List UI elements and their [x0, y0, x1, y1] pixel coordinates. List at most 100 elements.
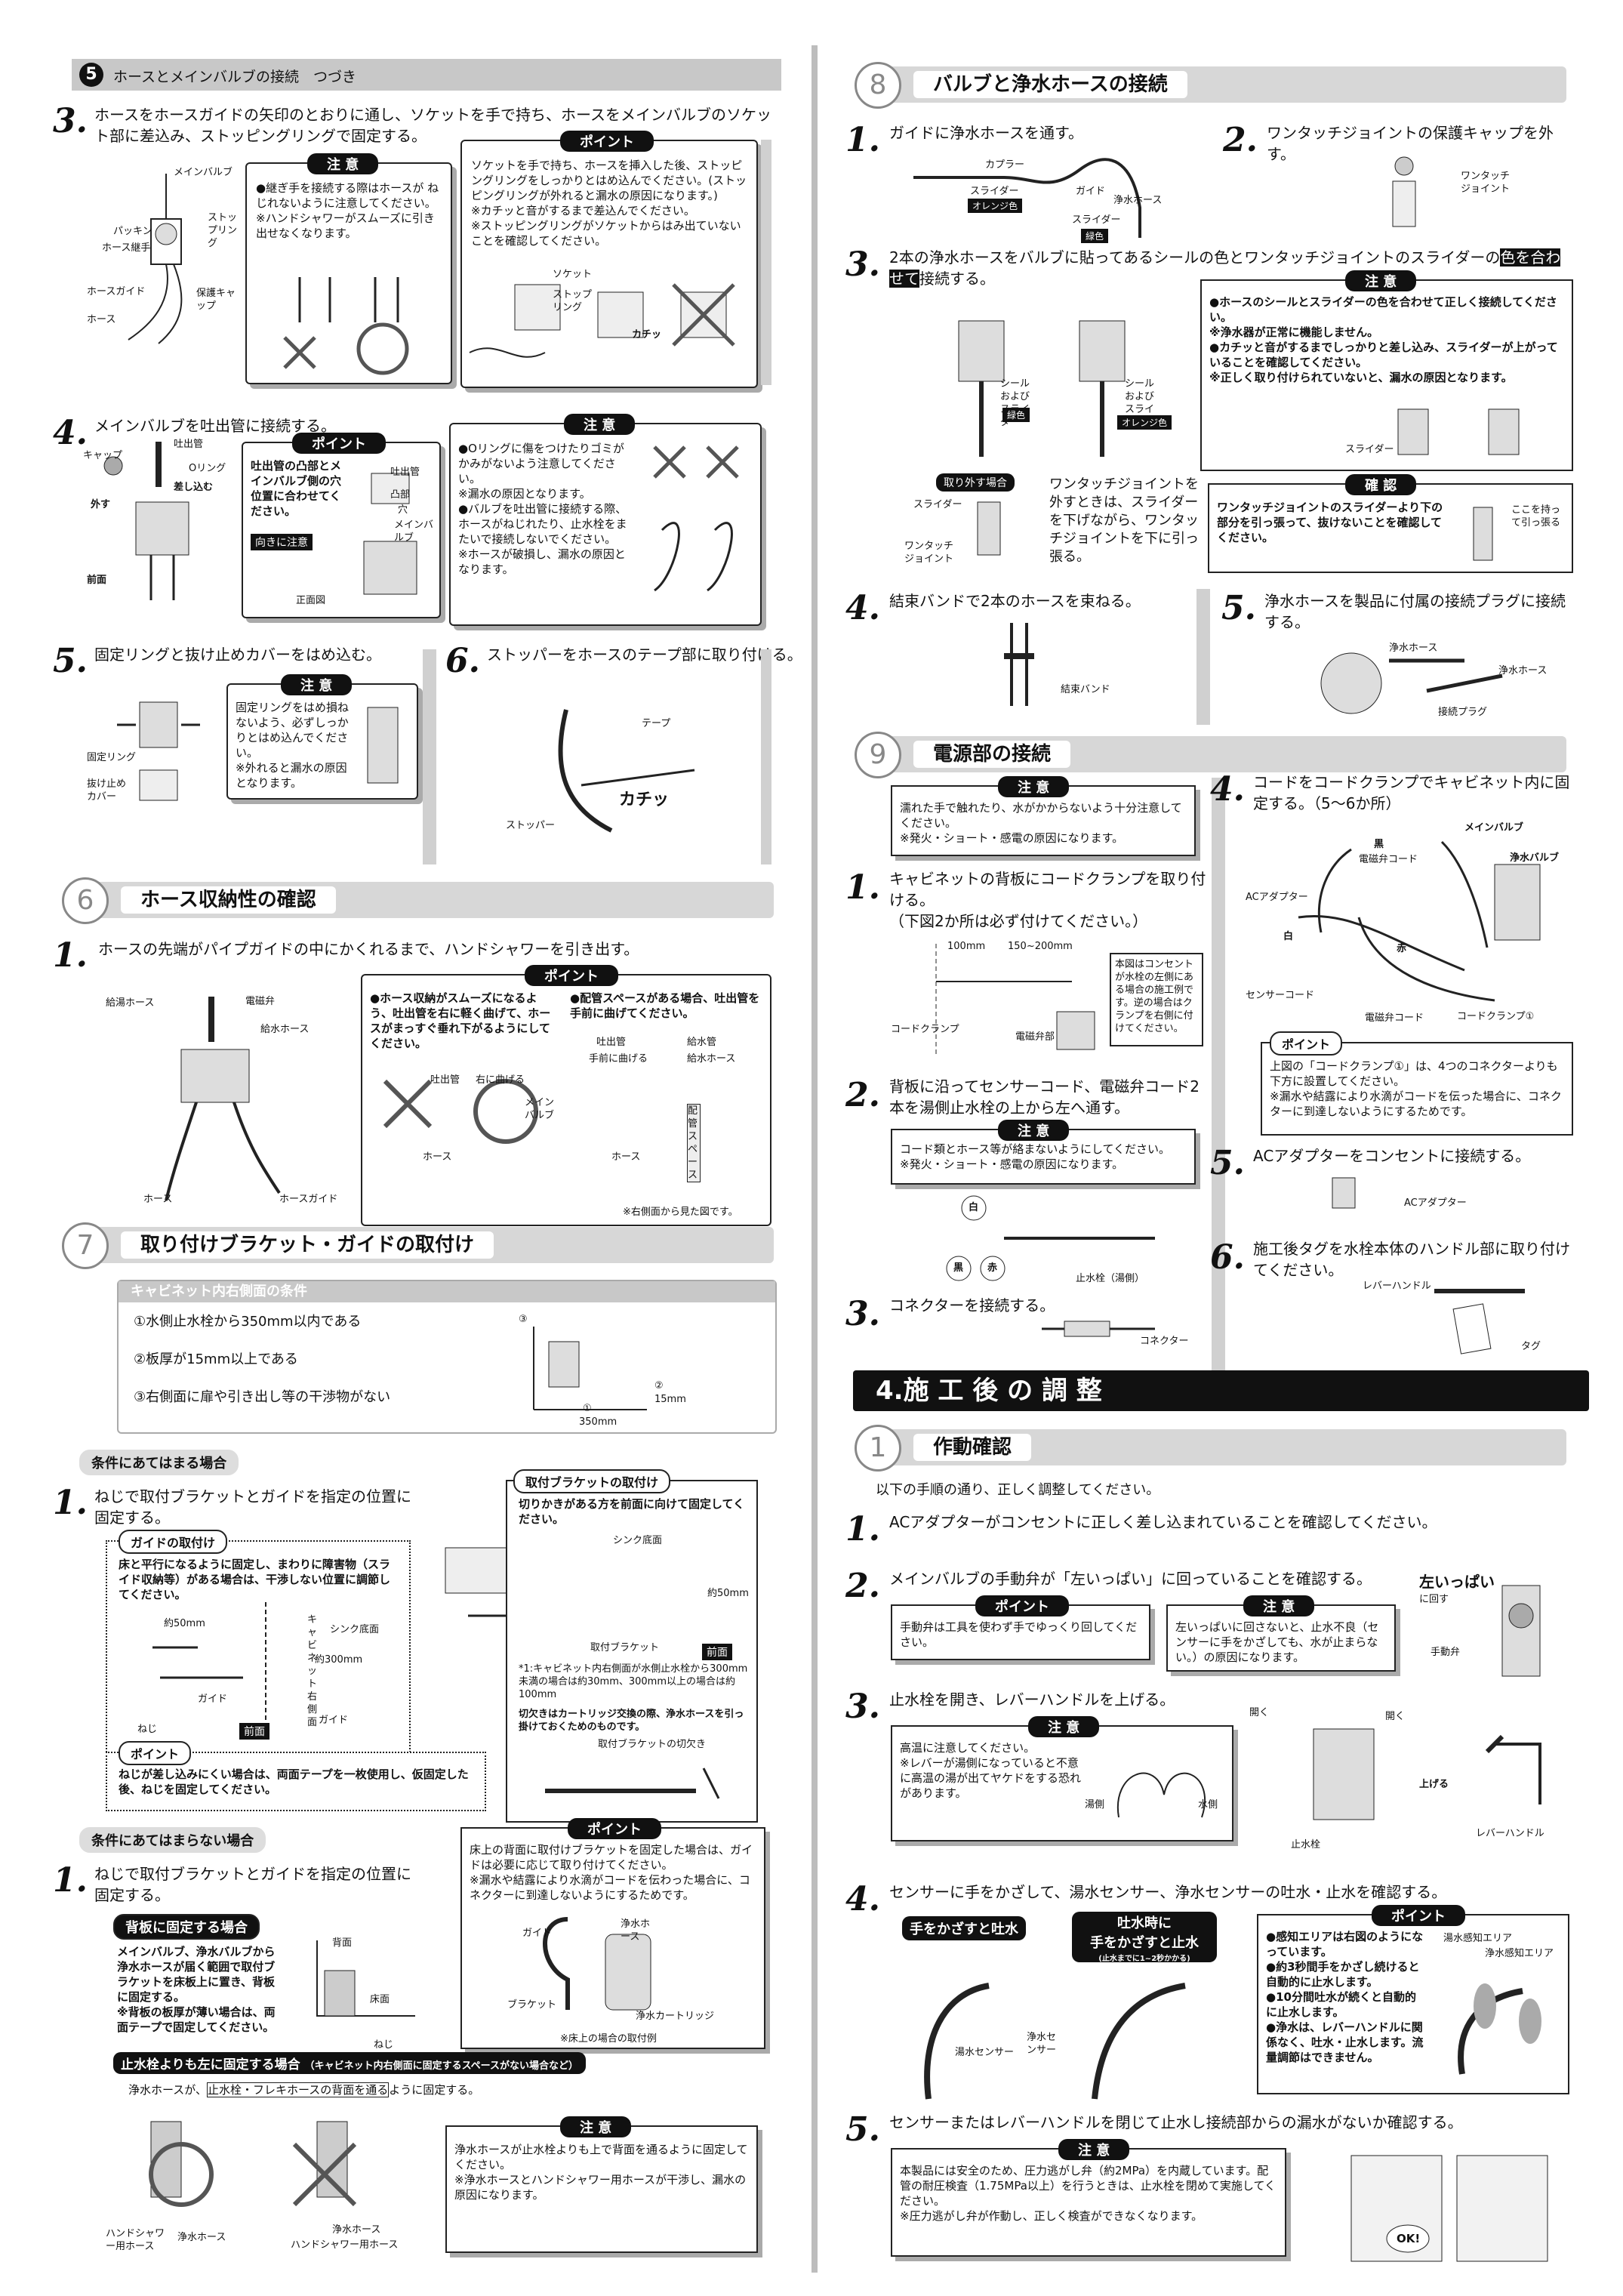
- s8-step5-text: 浄水ホースを製品に付属の接続プラグに接続する。: [1264, 592, 1566, 631]
- continued-header-title: ホースとメインバルブの接続 つづき: [113, 69, 357, 85]
- label-main-valve: メインバルブ: [174, 167, 233, 178]
- bracket-note: *1:キャビネット内右側面が水側止水栓から300mm未満の場合は約30mm、30…: [519, 1663, 748, 1700]
- label-full-left: 左いっぱい: [1419, 1573, 1495, 1591]
- s4-step1-number: 1.: [845, 1510, 880, 1549]
- s5-step4-diagram: 吐出管 キャップ Oリング 差し込む 外す 前面: [83, 434, 242, 608]
- left-fix-text-highlight: 止水栓・フレキホースの背面を通る: [206, 2082, 390, 2097]
- remove-tag: 取り外す場合: [936, 473, 1015, 492]
- condition-3: ③右側面に扉や引き出し等の干渉物がない: [134, 1389, 391, 1405]
- s7-number-circle: 7: [62, 1222, 109, 1269]
- left-fix-caution-box: 注 意 浄水ホースが止水栓よりも上で背面を通るように固定してください。 ※浄水ホ…: [445, 2116, 758, 2253]
- label-cartridge: 浄水カートリッジ: [636, 2011, 715, 2022]
- confirm-pill: 確 認: [1345, 474, 1417, 495]
- s4-step4-number: 4.: [845, 1880, 880, 1918]
- side-bar: [1212, 778, 1225, 1374]
- label-floor-example: ※床上の場合の取付例: [560, 2033, 657, 2045]
- s9-step1-note-box: 本図はコンセントが水栓の左側にある場合の施工例です。逆の場合はクランプを右側に付…: [1110, 953, 1203, 1046]
- label-shower-hose: ハンドシャワー用ホース: [106, 2228, 165, 2252]
- label-ac-adapter: ACアダプター: [1404, 1197, 1467, 1209]
- bracket-install-box: 取付ブラケットの取付け 切りかきがある方を前面に向けて固定してください。 シンク…: [506, 1469, 758, 1823]
- label-red: 赤: [1397, 943, 1407, 954]
- s9-step5-text: ACアダプターをコンセントに接続する。: [1253, 1147, 1531, 1165]
- s4-step3-number: 3.: [845, 1687, 880, 1726]
- label-hose-guide: ホースガイド: [87, 286, 146, 297]
- case-applies-tag: 条件にあてはまる場合: [79, 1450, 239, 1475]
- label-bracket-notch: 取付ブラケットの切欠き: [598, 1739, 707, 1750]
- caution-pill: 注 意: [1028, 1716, 1100, 1737]
- label-ok: OK!: [1397, 2232, 1421, 2245]
- s5-step4-point-text: 吐出管の凸部とメインバルブ側の穴位置に合わせてください。: [251, 459, 342, 518]
- label-solenoid-cord: 電磁弁コード: [1359, 854, 1418, 865]
- label-stopper: ストッパー: [506, 820, 556, 831]
- label-bend-right: 右に曲げる: [476, 1074, 525, 1086]
- caution-pill: 注 意: [998, 776, 1070, 797]
- label-front-view: 正面図: [296, 595, 326, 606]
- continued-header-bar: 5 ホースとメインバルブの接続 つづき: [72, 59, 781, 91]
- label-solenoid: 電磁弁: [245, 996, 276, 1007]
- s7-a-point-box: ポイント ねじが差し込みにくい場合は、両面テープを一枚使用し、仮固定した後、ねじ…: [106, 1741, 486, 1811]
- s5-step4-number: 4.: [53, 414, 88, 452]
- label-hole: 穴: [398, 504, 408, 516]
- label-guide: ガイド: [319, 1715, 349, 1726]
- s8-number-circle: 8: [855, 62, 901, 109]
- left-fix-text: 浄水ホースが、止水栓・フレキホースの背面を通るように固定する。: [128, 2082, 506, 2097]
- left-fix-caution-text: 浄水ホースが止水栓よりも上で背面を通るように固定してください。 ※浄水ホースとハ…: [454, 2143, 748, 2202]
- label-hot-area: 湯水感知エリア: [1443, 1933, 1513, 1944]
- s7-b-point-box: ポイント 床上の背面に取付けブラケットを固定した場合は、ガイドは必要に応じて取り…: [460, 1818, 765, 2049]
- label-1: ①: [583, 1403, 592, 1414]
- orientation-tag: 向きに注意: [251, 534, 313, 550]
- s5-step5-diagram: 固定リング 抜け止めカバー: [87, 680, 223, 831]
- left-fix-tag-text: 止水栓よりも左に固定する場合: [121, 2057, 300, 2073]
- label-slider: スライダー: [970, 186, 1019, 197]
- label-filter-valve: 浄水バルブ: [1510, 852, 1560, 864]
- label-filtered-hose: 浄水ホース: [332, 2224, 381, 2236]
- s4-step1-text: ACアダプターがコンセントに正しく差し込まれていることを確認してください。: [889, 1513, 1437, 1531]
- label-sink-bottom: シンク底面: [613, 1535, 663, 1546]
- point-tag: ポイント: [119, 1741, 192, 1765]
- s8-step4-diagram: [1004, 623, 1034, 706]
- s9-step2-caution-text: コード類とホース等が絡まないようにしてください。 ※発火・ショート・感電の原因に…: [900, 1142, 1171, 1171]
- s5-step3-caution-box: 注 意 ●継ぎ手を接続する際はホースが ねじれないように注意してください。 ※ハ…: [245, 153, 452, 384]
- label-side-note: ※右側面から見た図です。: [623, 1207, 738, 1218]
- s9-step4-diagram: [1298, 840, 1541, 1002]
- label-hose-guide: ホースガイド: [279, 1194, 338, 1205]
- s8-step5-number: 5.: [1221, 589, 1256, 627]
- label-filtered-hose: 浄水ホース: [1389, 643, 1438, 654]
- left-fix-text-c: ように固定する。: [389, 2083, 480, 2097]
- side-bar: [761, 140, 771, 385]
- label-hose: ホース: [143, 1194, 173, 1205]
- s4-step2-caution-text: 左いっぱいに回さないと、止水不良（センサーに手をかざしても、水が止まらない。）の…: [1175, 1620, 1379, 1664]
- caution-pill: 注 意: [564, 414, 636, 435]
- label-screw: ねじ: [137, 1724, 158, 1735]
- label-tape: テープ: [642, 718, 671, 729]
- s8-step3-caution-box: 注 意 ●ホースのシールとスライダーの色を合わせて正しく接続してください。 ※浄…: [1200, 270, 1573, 471]
- label-cold-side: 水側: [1198, 1799, 1218, 1811]
- back-fix-text: メインバルブ、浄水バルブから浄水ホースが届く範囲で取付ブラケットを床板上に置き、…: [117, 1945, 276, 2034]
- s9-number-circle: 9: [855, 732, 901, 778]
- s5-step3-diagram: メインバルブ パッキン ホース継手 ストップリング ホースガイド 保護キャップ …: [83, 159, 245, 347]
- s7-header: 7 取り付けブラケット・ガイドの取付け: [62, 1222, 774, 1269]
- s8-step5-diagram: [1320, 652, 1503, 714]
- label-2: ②: [654, 1380, 664, 1391]
- s4-sub-number-circle: 1: [855, 1425, 901, 1472]
- s4-step5-text: センサーまたはレバーハンドルを閉じて止水し接続部からの漏水がないか確認する。: [889, 2113, 1463, 2131]
- label-filter-sensor: 浄水センサー: [1027, 2032, 1057, 2056]
- label-pull-here: ここを持って引っ張る: [1511, 504, 1561, 529]
- label-open: 開く: [1385, 1711, 1406, 1722]
- point-pill: ポイント: [292, 433, 386, 454]
- label-stop-ring: ストップリング: [553, 289, 593, 313]
- label-stop-valve: 止水栓: [1291, 1839, 1321, 1851]
- label-protrusion: 凸部: [390, 489, 411, 501]
- back-fix-tag: 背板に固定する場合: [113, 1914, 260, 1940]
- label-lever-handle: レバーハンドル: [1476, 1828, 1544, 1839]
- label-hot-stop-valve: 止水栓（湯側）: [1076, 1273, 1145, 1284]
- label-50mm: 約50mm: [707, 1588, 749, 1599]
- s8-step1-text: ガイドに浄水ホースを通す。: [889, 124, 1083, 142]
- s8-step3-caution-text: ●ホースのシールとスライダーの色を合わせて正しく接続してください。 ※浄水器が正…: [1209, 295, 1558, 384]
- guide-install-box: ガイドの取付け 床と平行になるように固定し、まわりに障害物（スライド収納等）があ…: [106, 1530, 411, 1755]
- s4-step2-caution-box: 注 意 左いっぱいに回さないと、止水不良（センサーに手をかざしても、水が止まらな…: [1166, 1595, 1396, 1672]
- label-turn: に回す: [1419, 1594, 1449, 1605]
- label-stop-ring: ストップリング: [208, 212, 238, 249]
- s6-title: ホース収納性の確認: [121, 886, 336, 914]
- s4-step2-number: 2.: [845, 1567, 880, 1605]
